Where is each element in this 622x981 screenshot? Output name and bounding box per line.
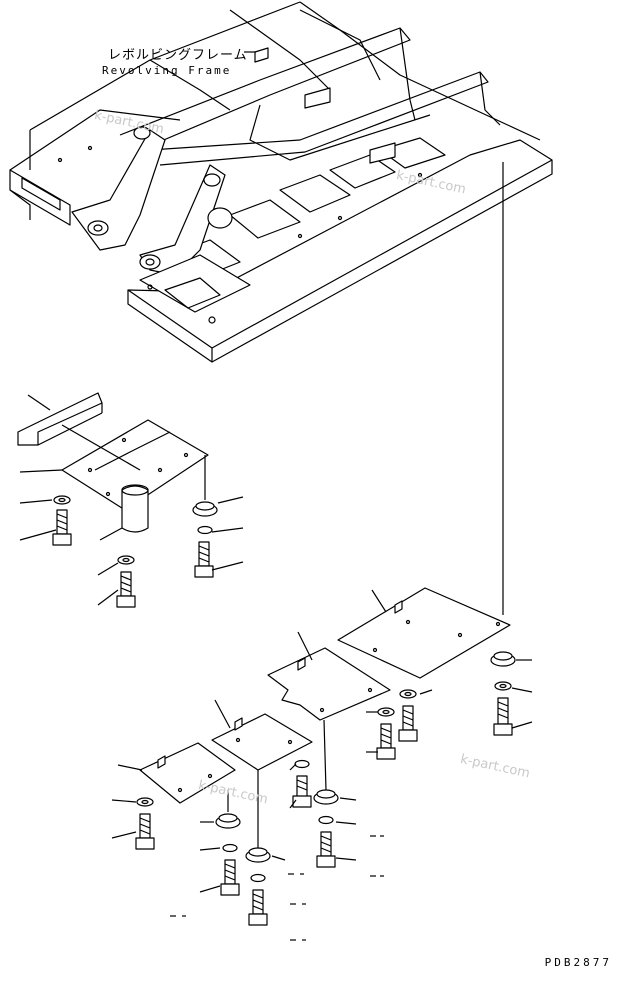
frame-label-english: Revolving Frame — [102, 64, 232, 77]
cover-plate-right — [338, 588, 532, 735]
cover-plate-small — [212, 700, 312, 925]
frame-label-japanese: レボルビングフレーム — [108, 48, 248, 63]
revolving-frame — [10, 2, 552, 615]
cover-plate-middle — [268, 632, 432, 867]
cover-plate-lower-left — [112, 743, 240, 895]
cover-assembly-left — [18, 393, 243, 607]
leader-dashes — [170, 836, 384, 940]
drawing-code: PDB2877 — [544, 956, 612, 969]
